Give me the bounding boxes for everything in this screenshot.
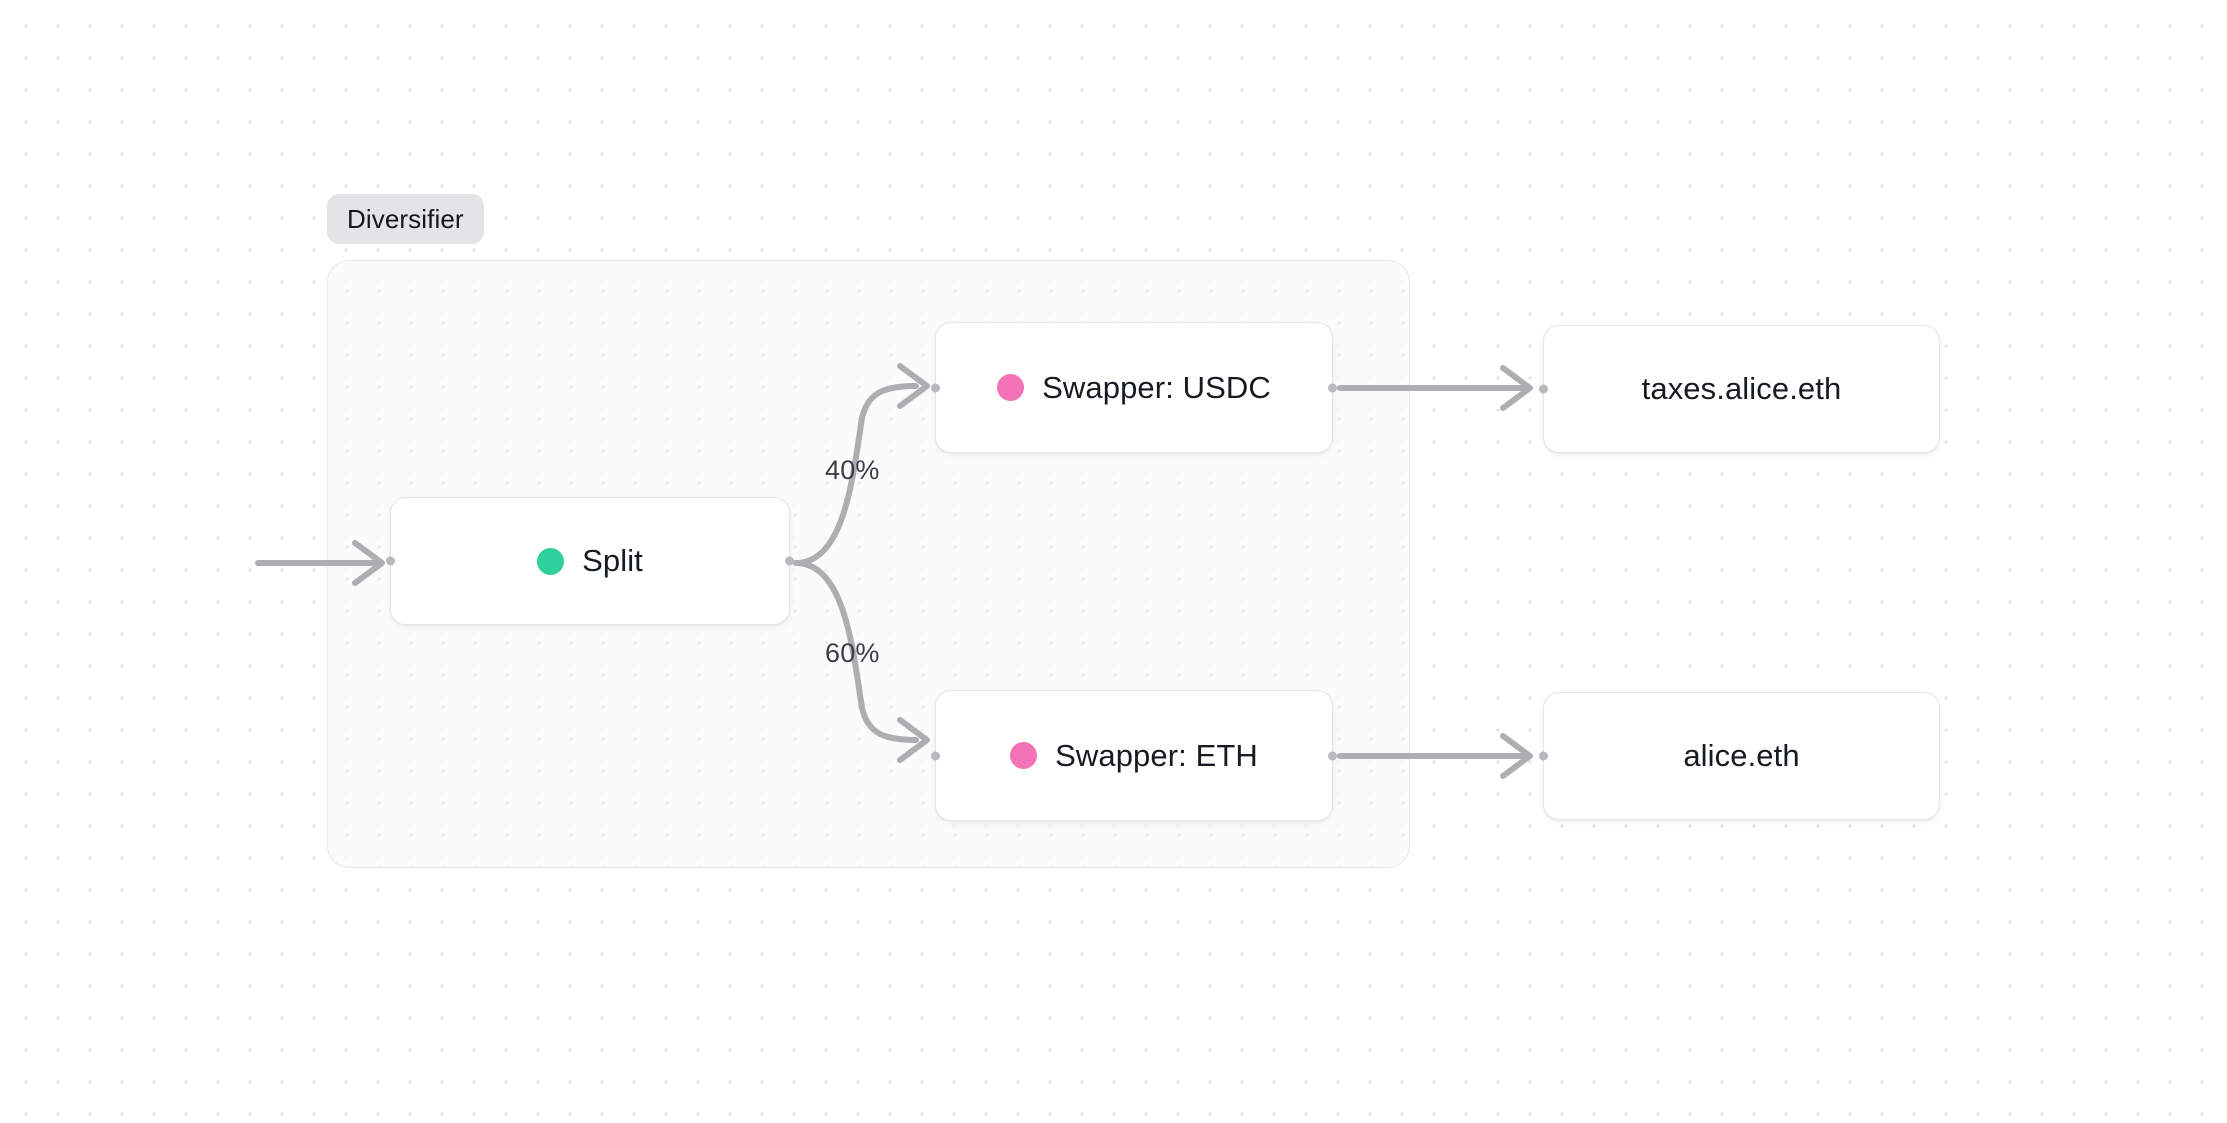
handle-target-swapper-usdc[interactable] <box>931 383 940 392</box>
handle-source-swapper-eth[interactable] <box>1328 751 1337 760</box>
status-dot-pink-icon <box>1010 742 1038 769</box>
handle-source-swapper-usdc[interactable] <box>1328 383 1337 392</box>
status-dot-green-icon <box>537 547 565 575</box>
node-split[interactable]: Split <box>386 497 794 625</box>
edge-label-split-eth-percent: 60% <box>825 638 880 668</box>
node-taxes-alice-eth-label: taxes.alice.eth <box>1641 371 1842 406</box>
node-swapper-eth-label: Swapper: ETH <box>1055 737 1258 773</box>
handle-target-alice-eth[interactable] <box>1539 751 1548 761</box>
node-alice-eth-label: alice.eth <box>1683 738 1800 773</box>
node-swapper-usdc[interactable]: Swapper: USDC <box>931 322 1337 453</box>
edge-label-split-usdc-percent: 40% <box>825 455 880 485</box>
group-label-diversifier[interactable]: Diversifier <box>327 194 484 244</box>
handle-source-split[interactable] <box>785 556 794 566</box>
node-alice-eth[interactable]: alice.eth <box>1539 692 1940 820</box>
handle-target-swapper-eth[interactable] <box>931 751 940 760</box>
node-split-label: Split <box>582 543 643 578</box>
handle-target-taxes-alice-eth[interactable] <box>1539 384 1548 394</box>
node-swapper-usdc-label: Swapper: USDC <box>1042 369 1271 405</box>
node-swapper-eth[interactable]: Swapper: ETH <box>931 690 1337 821</box>
handle-target-split[interactable] <box>386 556 395 566</box>
node-taxes-alice-eth[interactable]: taxes.alice.eth <box>1539 325 1940 453</box>
group-label-text: Diversifier <box>347 203 464 234</box>
status-dot-pink-icon <box>997 374 1025 401</box>
